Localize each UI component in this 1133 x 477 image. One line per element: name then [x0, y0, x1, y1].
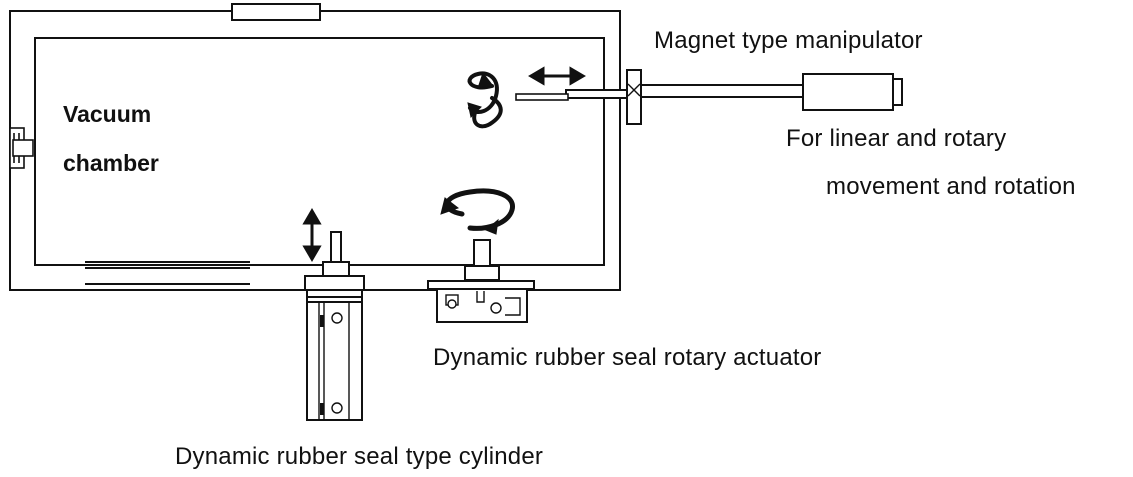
manipulator-end-cap — [892, 78, 903, 106]
chamber-outer-wall — [9, 10, 621, 291]
chamber-walls — [9, 10, 621, 291]
cylinder-label: Dynamic rubber seal type cylinder — [175, 443, 544, 470]
rotary-actuator — [427, 239, 535, 323]
manipulator-rod — [515, 93, 569, 101]
manipulator-flange — [626, 69, 642, 125]
cylinder-flange — [304, 275, 365, 291]
seal-cylinder — [304, 231, 365, 421]
rotation-arrow-icon — [467, 71, 503, 129]
cylinder-head — [322, 261, 350, 277]
horizontal-rotation-arrow-icon — [440, 188, 515, 235]
manipulator-title: Magnet type manipulator — [654, 27, 923, 54]
chamber-inner-wall — [34, 37, 605, 266]
chamber-label-line1: Vacuum — [63, 101, 152, 127]
bottom-left-port — [85, 261, 250, 285]
actuator-collar — [464, 265, 500, 281]
top-port — [231, 3, 321, 21]
actuator-shaft — [473, 239, 491, 267]
manipulator-desc-line2: movement and rotation — [826, 173, 1076, 200]
left-port — [9, 127, 34, 169]
rotary-actuator-label: Dynamic rubber seal rotary actuator — [433, 344, 822, 371]
cylinder-barrel — [306, 289, 363, 421]
actuator-body — [436, 288, 528, 323]
manipulator-tube — [640, 84, 804, 98]
actuator-plate — [427, 280, 535, 290]
vertical-arrow-icon — [302, 208, 322, 262]
linear-arrow-icon — [528, 66, 586, 86]
manipulator-magnet-body — [802, 73, 894, 111]
cylinder-rod — [330, 231, 342, 263]
magnet-manipulator — [515, 69, 903, 125]
manipulator-desc-line1: For linear and rotary — [786, 125, 1007, 152]
chamber-label-line2: chamber — [63, 150, 159, 176]
